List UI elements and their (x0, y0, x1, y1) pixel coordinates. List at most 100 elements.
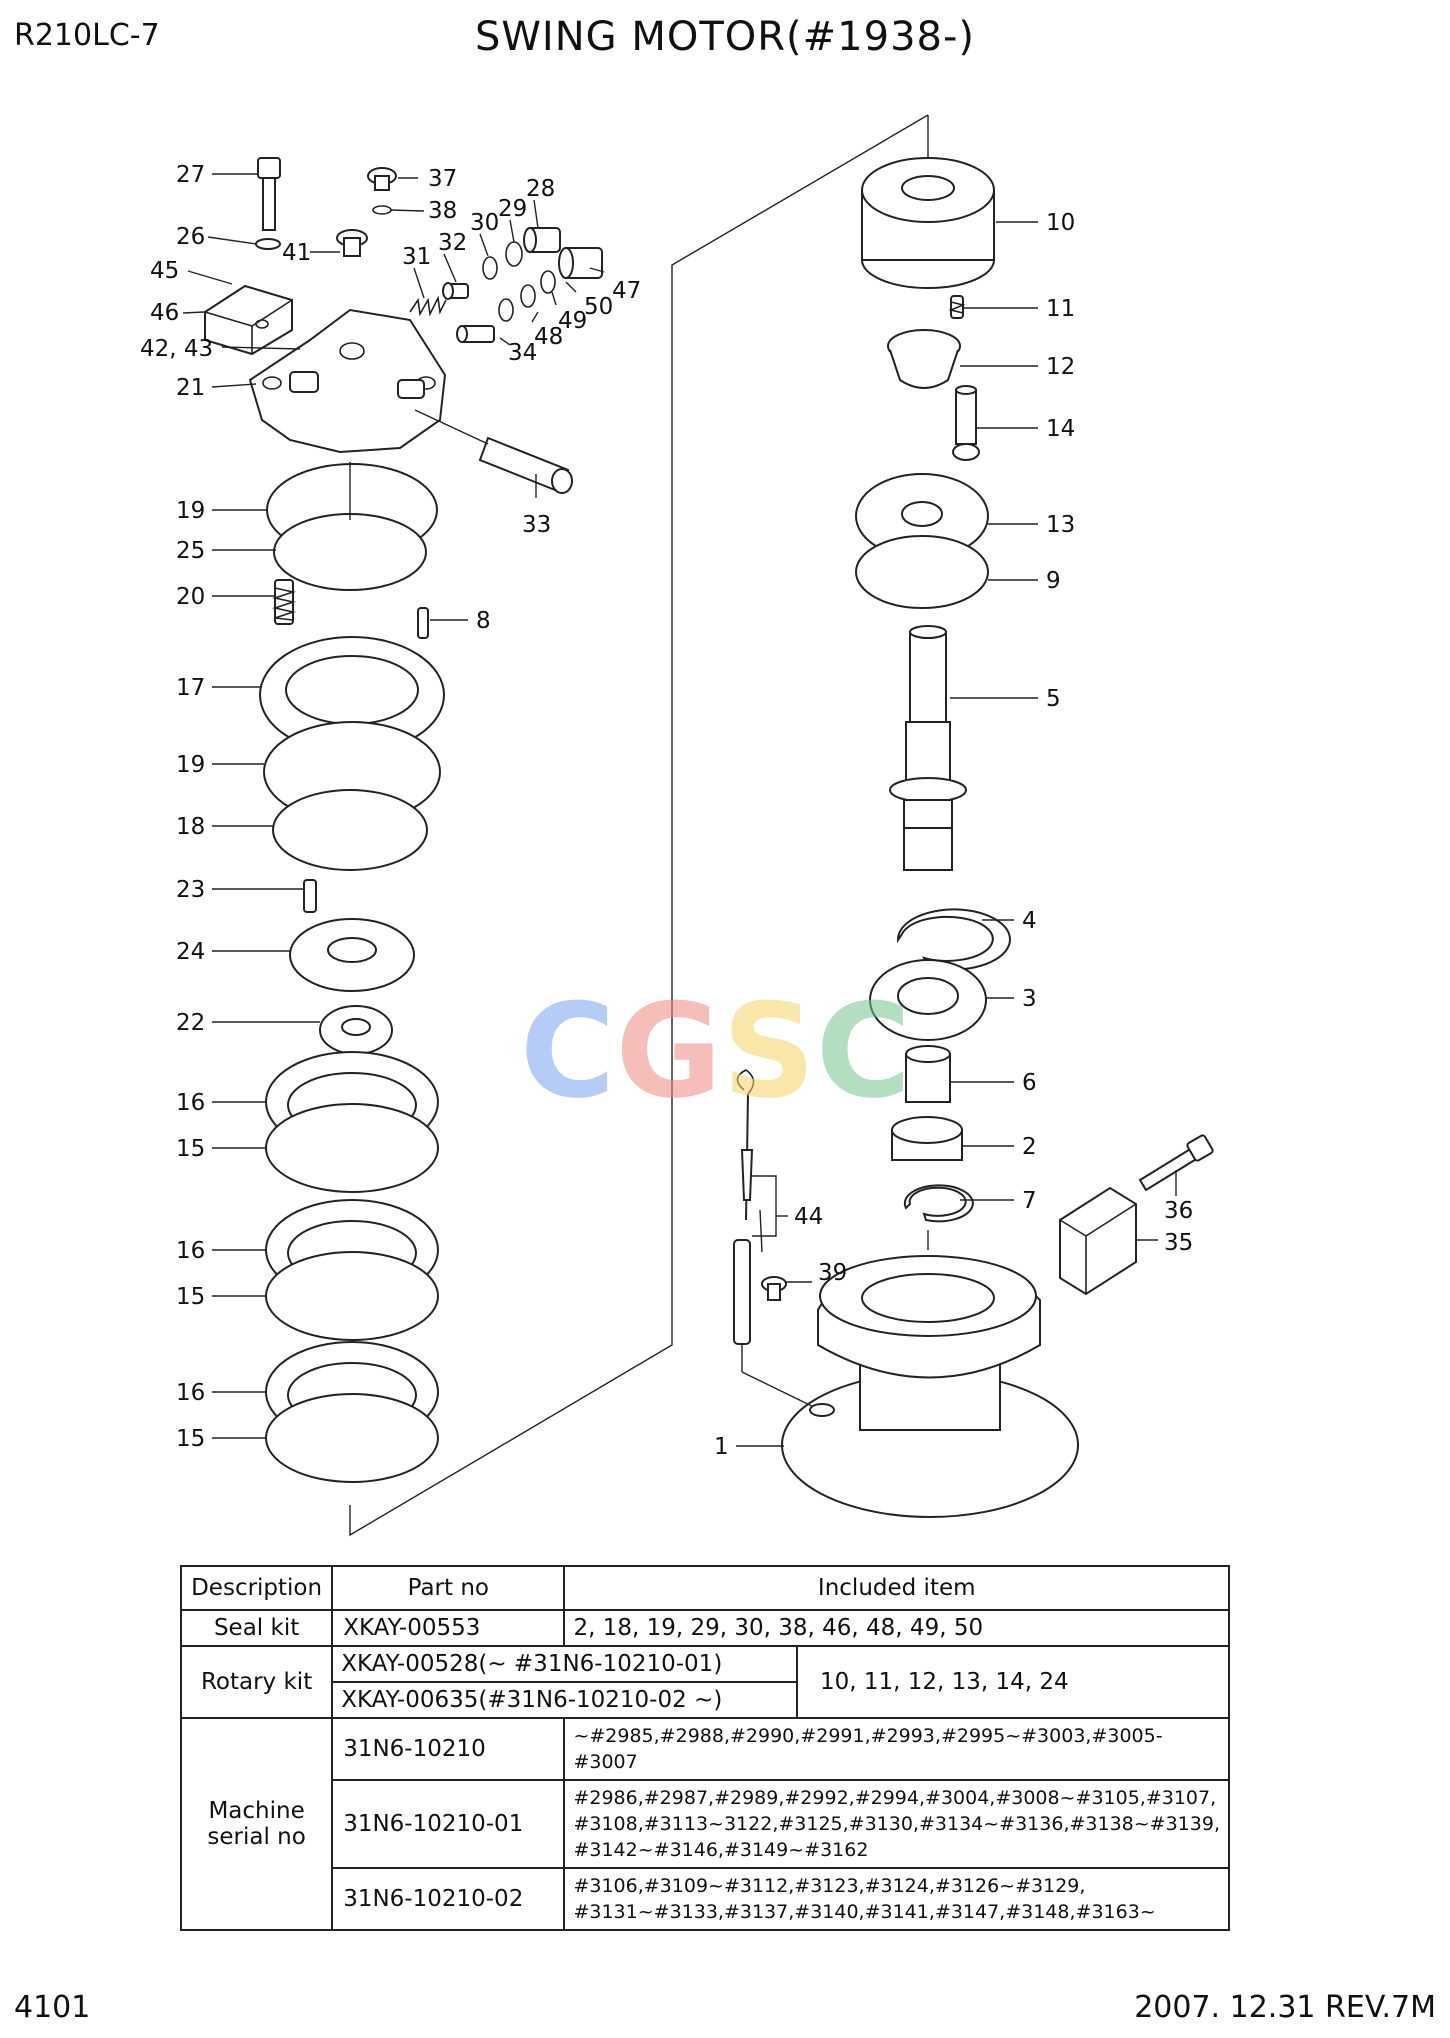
callout-47: 47 (612, 278, 641, 304)
callout-23: 23 (176, 877, 205, 903)
callout-30: 30 (470, 210, 499, 236)
callout-2: 2 (1022, 1134, 1037, 1160)
callout-3: 3 (1022, 986, 1037, 1012)
o-ring-38 (372, 205, 392, 215)
o-ring-30 (482, 256, 498, 280)
serial-part-no-1: 31N6-10210 (331, 1717, 566, 1781)
serial-part-no-2: 31N6-10210-01 (331, 1779, 566, 1869)
o-ring-29 (505, 241, 523, 267)
plug-47 (558, 247, 603, 279)
level-gauge-44 (733, 1069, 755, 1345)
header-included-item: Included item (563, 1565, 1230, 1611)
casing-1 (781, 1255, 1079, 1518)
serial-line: #3106,#3109~#3112,#3123,#3124,#3126~#312… (573, 1875, 1086, 1897)
page-number: 4101 (14, 1990, 91, 2025)
table-row-serial-3: 31N6-10210-02 #3106,#3109~#3112,#3123,#3… (181, 1867, 1230, 1931)
o-ring-48 (498, 298, 514, 322)
serial-line: #3131~#3133,#3137,#3140,#3141,#3147,#314… (573, 1901, 1156, 1923)
callout-22: 22 (176, 1010, 205, 1036)
revision-info: 2007. 12.31 REV.7M (1134, 1990, 1436, 2025)
callout-4: 4 (1022, 908, 1037, 934)
table-header-row: Description Part no Included item (179, 1565, 1230, 1611)
rotor-10 (861, 157, 995, 289)
ball-guide-12 (887, 329, 961, 389)
callout-7: 7 (1022, 1188, 1037, 1214)
callout-48: 48 (534, 324, 563, 350)
exploded-parts-diagram: 27 26 41 45 46 42, 43 21 37 38 32 31 30 … (140, 114, 1214, 1537)
callout-29: 29 (498, 196, 527, 222)
callout-46: 46 (150, 300, 179, 326)
assembly-divider-line (349, 114, 929, 1537)
seal-kit-part-no: XKAY-00553 (331, 1609, 566, 1647)
callout-21: 21 (176, 375, 205, 401)
callout-15-b: 15 (176, 1284, 205, 1310)
rotary-kit-part-no-1: XKAY-00528(~ #31N6-10210-01) (331, 1645, 798, 1683)
separate-plate-15-c (265, 1393, 439, 1483)
piston-14 (952, 385, 980, 461)
callout-49: 49 (558, 308, 587, 334)
table-row-seal-kit: Seal kit XKAY-00553 2, 18, 19, 29, 30, 3… (179, 1609, 1230, 1647)
serial-part-no-3: 31N6-10210-02 (331, 1867, 566, 1931)
callout-37: 37 (428, 166, 457, 192)
callout-12: 12 (1046, 354, 1075, 380)
plug-34 (456, 325, 495, 343)
callout-13: 13 (1046, 512, 1075, 538)
valve-35 (1059, 1186, 1137, 1296)
serial-range-1: ~#2985,#2988,#2990,#2991,#2993,#2995~#30… (563, 1717, 1230, 1781)
serial-range-3: #3106,#3109~#3112,#3123,#3124,#3126~#312… (563, 1867, 1230, 1931)
callout-14: 14 (1046, 416, 1075, 442)
callout-27: 27 (176, 162, 205, 188)
bearing-22 (319, 1005, 393, 1055)
block-45 (204, 284, 293, 356)
callout-42-43: 42, 43 (140, 336, 213, 362)
callout-5: 5 (1046, 686, 1061, 712)
pin-8 (417, 607, 429, 639)
plug-41 (336, 229, 368, 257)
table-row-serial-2: 31N6-10210-01 #2986,#2987,#2989,#2992,#2… (181, 1779, 1230, 1869)
machine-serial-description: Machine serial no (179, 1717, 334, 1931)
callout-26: 26 (176, 224, 205, 250)
o-ring-25 (273, 513, 427, 591)
machine-serial-label-2: serial no (207, 1824, 306, 1850)
leader-lines (182, 173, 1177, 1447)
bushing-6 (905, 1045, 951, 1103)
o-ring-18 (272, 789, 428, 871)
callout-31: 31 (402, 244, 431, 270)
callout-50: 50 (584, 294, 613, 320)
callout-16-c: 16 (176, 1380, 205, 1406)
separate-plate-15-a (265, 1103, 439, 1193)
shoe-plate-9 (855, 535, 989, 609)
kit-parts-table: Description Part no Included item Seal k… (179, 1565, 1231, 1931)
washer-26 (255, 238, 281, 250)
spring-31 (409, 295, 447, 317)
callout-33: 33 (522, 512, 551, 538)
callout-10: 10 (1046, 210, 1075, 236)
plug-28 (523, 227, 561, 253)
callout-17: 17 (176, 675, 205, 701)
callout-38: 38 (428, 198, 457, 224)
seal-kit-description: Seal kit (179, 1609, 334, 1647)
callout-19-lower: 19 (176, 752, 205, 778)
callout-9: 9 (1046, 568, 1061, 594)
callout-34: 34 (508, 340, 537, 366)
callout-44: 44 (794, 1204, 823, 1230)
callout-25: 25 (176, 538, 205, 564)
table-row-serial-1: Machine serial no 31N6-10210 ~#2985,#298… (179, 1717, 1230, 1931)
serial-line: #3142~#3146,#3149~#3162 (573, 1839, 869, 1861)
brake-piston-17 (259, 636, 445, 754)
o-ring-46 (255, 319, 269, 329)
serial-line: #2986,#2987,#2989,#2992,#2994,#3004,#300… (573, 1787, 1217, 1809)
header-description: Description (179, 1565, 334, 1611)
roller-bearing-3 (869, 959, 987, 1041)
machine-serial-label-1: Machine (208, 1798, 305, 1824)
rotary-kit-part-no-2: XKAY-00635(#31N6-10210-02 ~) (331, 1681, 798, 1719)
callout-32: 32 (438, 230, 467, 256)
spool-33 (478, 436, 573, 494)
callout-35: 35 (1164, 1230, 1193, 1256)
callout-36: 36 (1164, 1198, 1193, 1224)
callout-24: 24 (176, 939, 205, 965)
spring-11 (948, 295, 966, 319)
table-row-rotary-kit-2: XKAY-00635(#31N6-10210-02 ~) (181, 1681, 1229, 1719)
callout-16-b: 16 (176, 1238, 205, 1264)
o-ring-50 (540, 270, 556, 294)
